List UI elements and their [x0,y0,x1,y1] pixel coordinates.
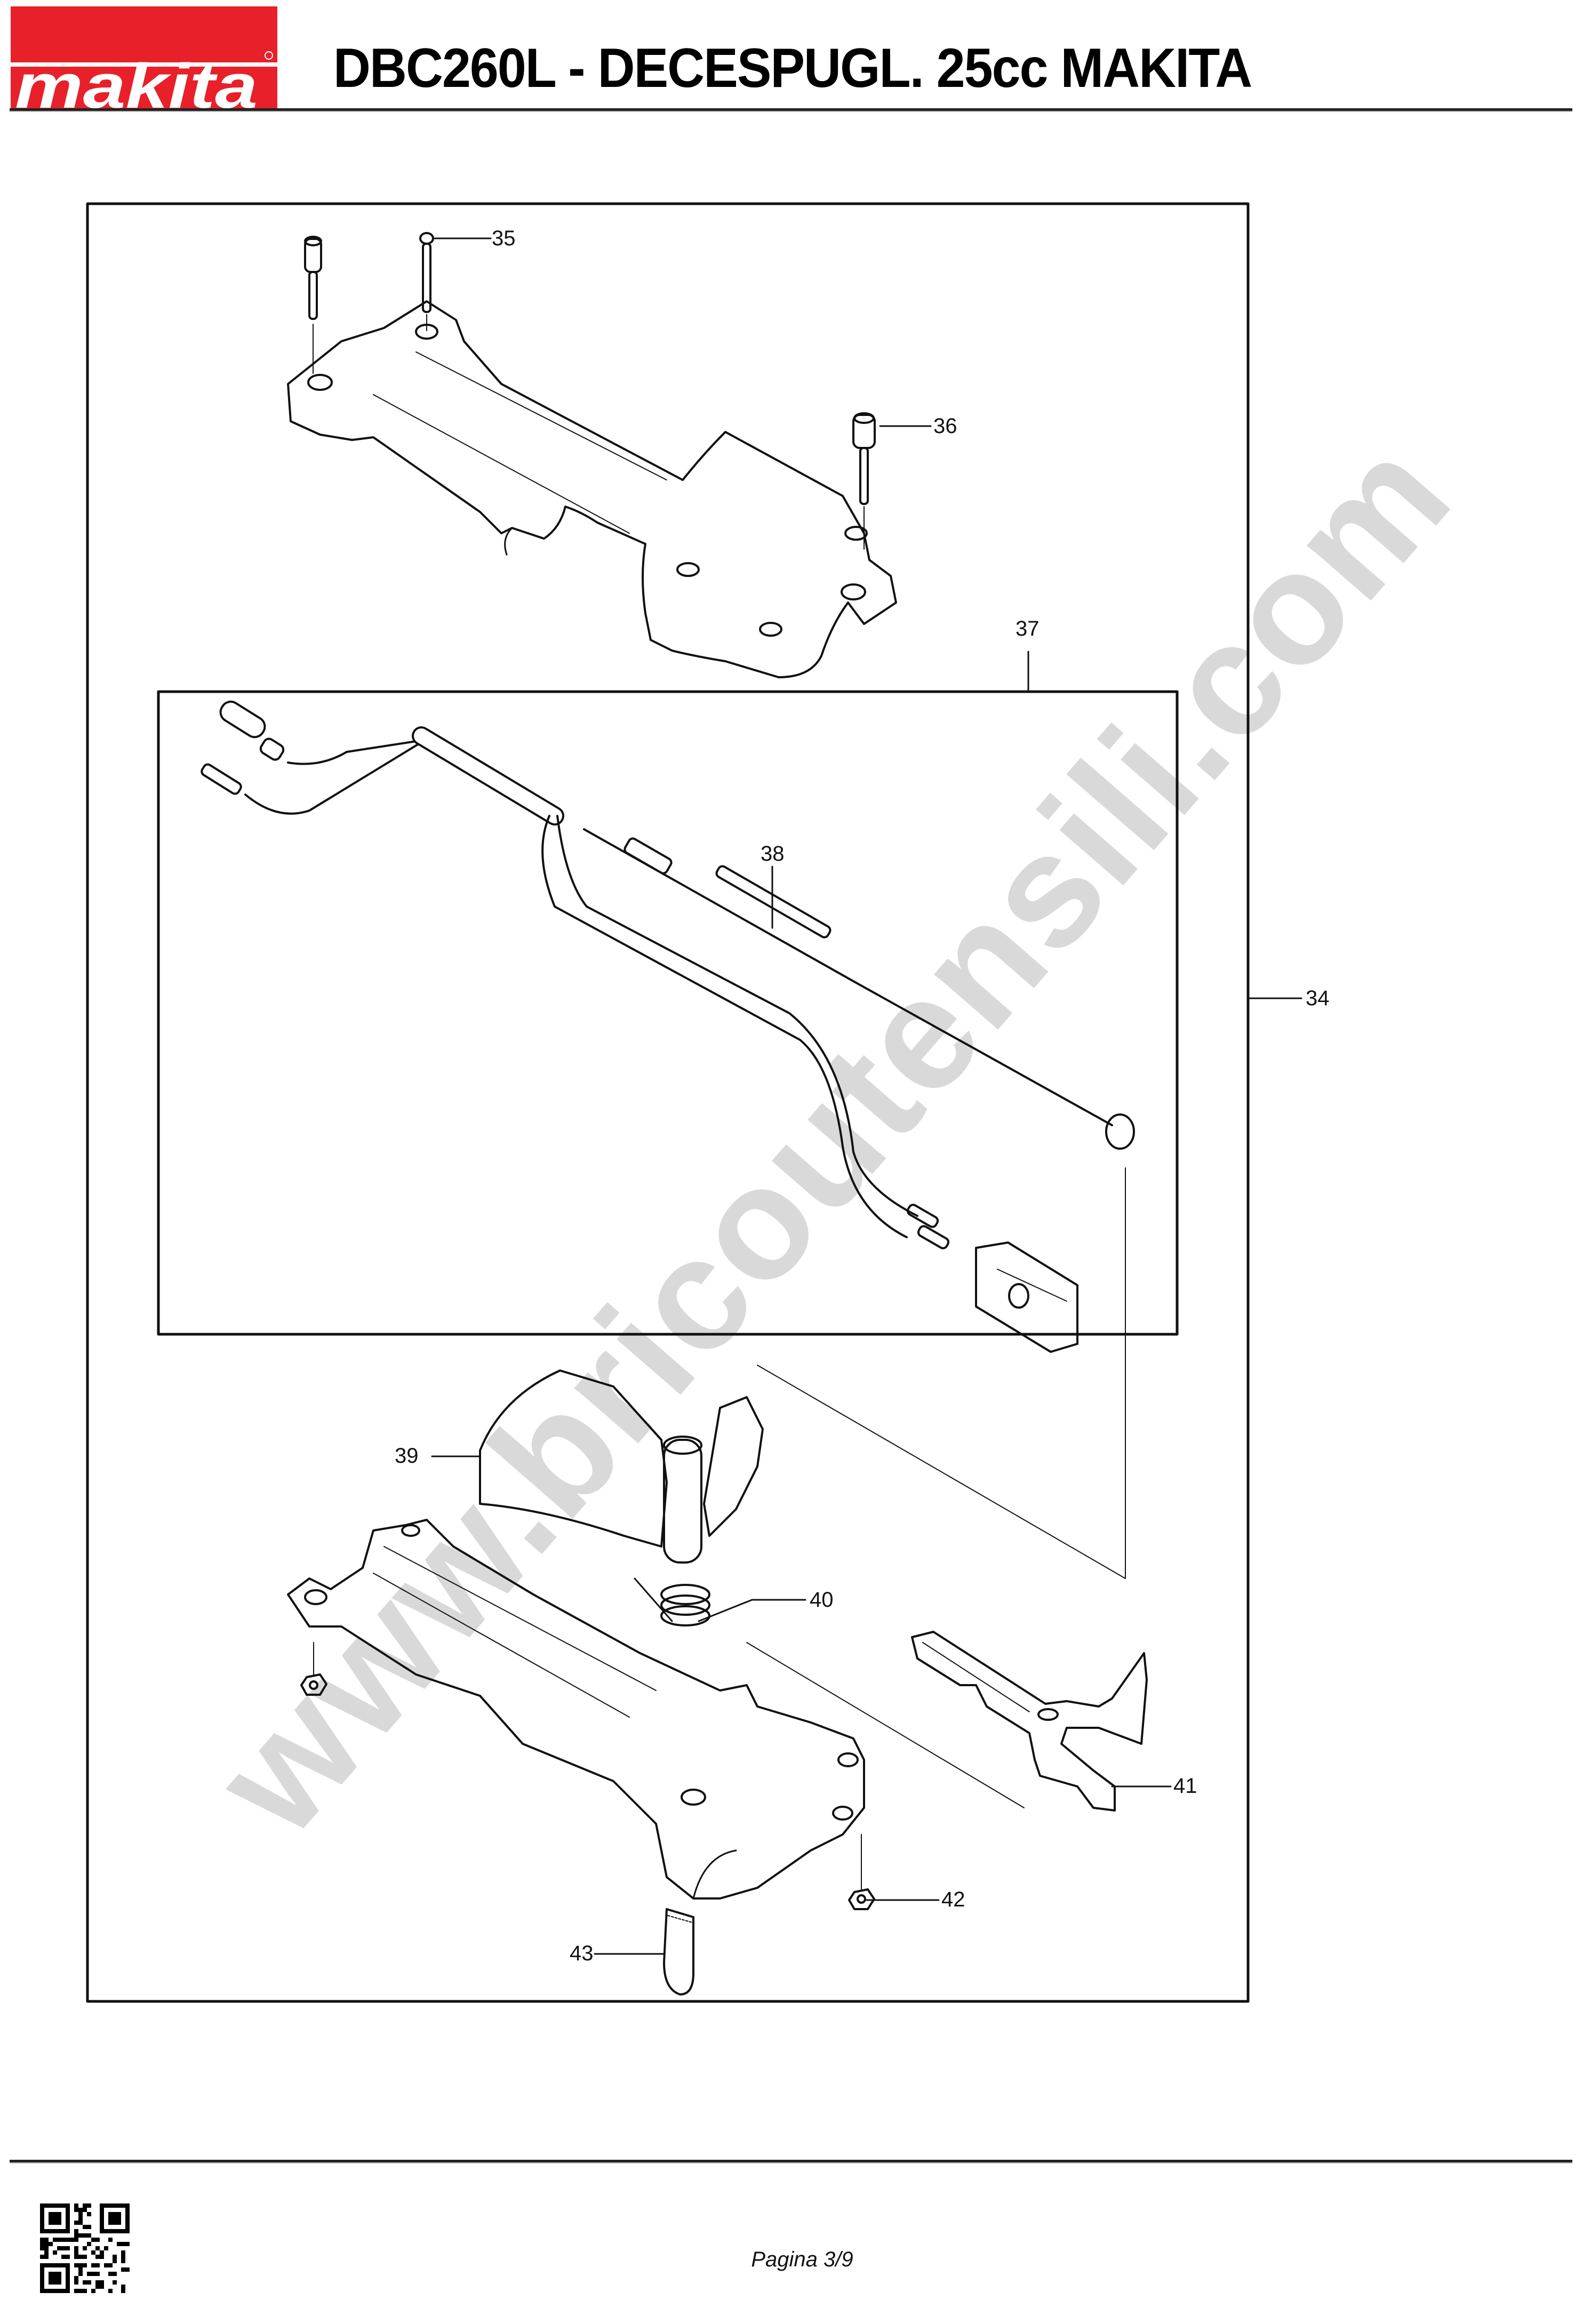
page-number: Pagina 3/9 [751,2248,853,2271]
header-divider [10,108,1572,111]
callout-35: 35 [492,227,516,250]
spring-40 [634,1577,753,1626]
throttle-cable-38 [583,828,1135,1579]
hex-nut-42 [848,1834,875,1910]
grip-cover-39 [479,1369,764,1564]
lower-housing [287,1519,865,1900]
hex-nut-left [300,1642,327,1696]
throttle-trigger-41 [911,1631,1148,1812]
wiring-harness [201,700,950,1249]
screw-35 [419,232,434,331]
footer-divider [10,2160,1572,2162]
outer-frame [86,202,1250,2003]
callout-34: 34 [1306,987,1330,1010]
callout-43: 43 [570,1942,594,1965]
callout-37: 37 [1016,617,1040,640]
callout-41: 41 [1173,1774,1197,1798]
page-title: DBC260L - DECESPUGL. 25cc MAKITA [333,37,1252,99]
callout-42: 42 [941,1888,965,1911]
callout-39: 39 [395,1444,419,1468]
subassembly-frame [157,690,1179,1336]
switch-block [975,1241,1078,1353]
callout-38: 38 [761,842,785,866]
screw-left [304,236,322,374]
callout-36: 36 [933,414,957,438]
bolt-36 [852,412,876,550]
upper-handle [287,300,897,678]
cap-43 [663,1908,694,1996]
qr-code-icon[interactable] [40,2203,130,2293]
callout-40: 40 [810,1588,834,1612]
